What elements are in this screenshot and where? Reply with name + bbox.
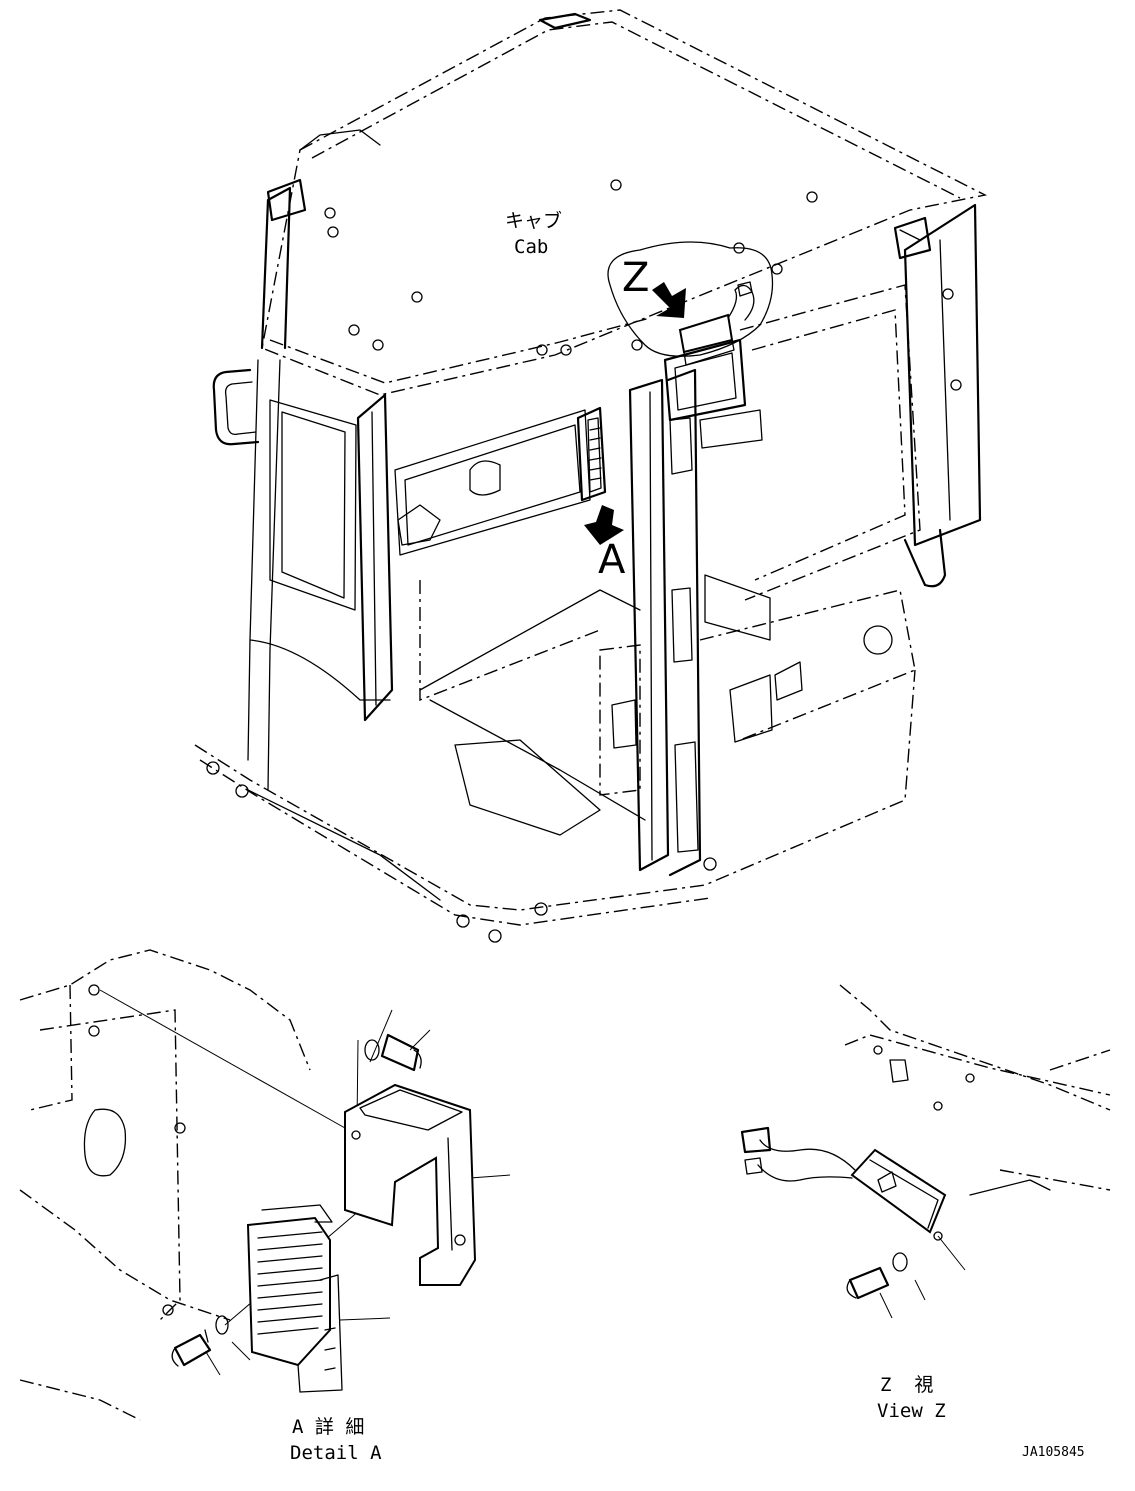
arrow-a xyxy=(584,505,624,545)
view-z-title-en: View Z xyxy=(877,1400,946,1422)
view-z-title-jp: Z 視 xyxy=(880,1374,934,1396)
drawing-code: JA105845 xyxy=(1022,1445,1085,1460)
view-z-callout-cloud xyxy=(607,241,774,357)
detail-a-drawing xyxy=(19,949,511,1421)
cab-label-en: Cab xyxy=(514,236,549,258)
detail-a-title-en: Detail A xyxy=(290,1442,382,1464)
view-z-drawing xyxy=(740,984,1111,1319)
roof-switch-device xyxy=(678,281,755,366)
arrow-z xyxy=(652,282,686,318)
cab-controller-unit xyxy=(576,406,607,502)
cab-roof xyxy=(261,9,988,396)
cab-label-jp: キャブ xyxy=(505,210,563,232)
marker-a-label: A xyxy=(598,537,626,583)
detail-a-title-jp: A 詳 細 xyxy=(292,1416,365,1438)
marker-z-label: Z xyxy=(622,255,650,301)
cab-frame xyxy=(194,186,982,943)
